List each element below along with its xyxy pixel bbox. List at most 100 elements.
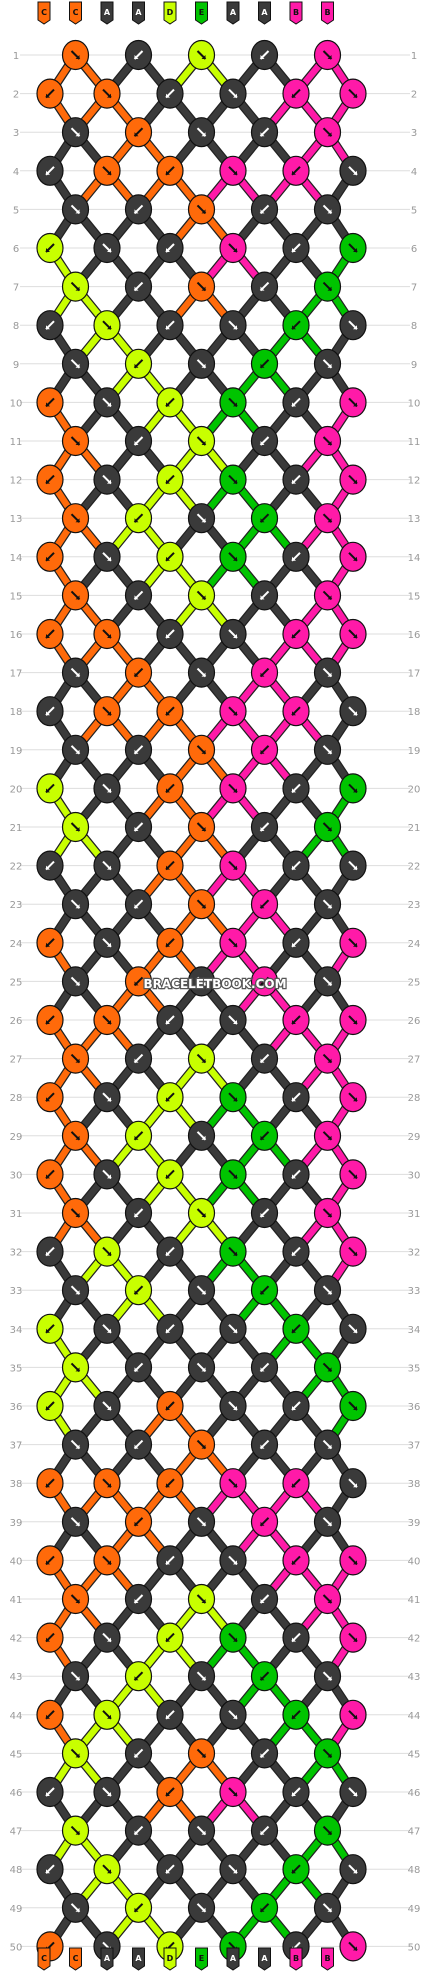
knot [36, 927, 64, 958]
knot [282, 850, 310, 881]
row-number-left: 3 [13, 128, 19, 139]
knot-arrowhead-icon [107, 942, 111, 947]
strand-end-tag [226, 1, 240, 25]
knot-arrowhead-icon [353, 556, 357, 561]
knot-arrowhead-icon [134, 1521, 139, 1526]
knot-arrowhead-icon [260, 1907, 265, 1912]
knot-arrowhead-icon [353, 1251, 357, 1256]
knot-arrowhead-icon [107, 1714, 111, 1719]
strand-end-tag [132, 1, 145, 25]
knot-arrowhead-icon [166, 1406, 170, 1410]
knot-arrowhead-icon [46, 170, 50, 175]
knot [339, 1622, 367, 1653]
knot [156, 1622, 184, 1653]
knot-arrowhead-icon [260, 1599, 265, 1603]
knot [313, 1583, 342, 1615]
knot-arrowhead-icon [327, 904, 332, 909]
knot [124, 889, 153, 920]
knot-arrowhead-icon [353, 1637, 357, 1642]
knot-arrowhead-icon [292, 1174, 296, 1179]
knot-arrowhead-icon [260, 1135, 265, 1140]
row-number-right: 44 [408, 1711, 421, 1722]
row-number-right: 37 [408, 1441, 421, 1452]
knot [187, 1815, 216, 1846]
knot-arrowhead-icon [201, 1521, 206, 1526]
knot [93, 850, 121, 881]
knot [219, 1854, 247, 1885]
knot [339, 1854, 367, 1885]
knot-arrowhead-icon [292, 402, 296, 407]
knot-arrowhead-icon [292, 1328, 296, 1333]
strand-end-tag [37, 1, 51, 25]
knot-arrowhead-icon [260, 672, 265, 677]
knot-arrowhead-icon [353, 1174, 357, 1179]
knot [93, 310, 121, 341]
knot-arrowhead-icon [134, 209, 139, 214]
knot-arrowhead-icon [201, 749, 206, 754]
row-number-right: 47 [408, 1827, 421, 1838]
row-number-left: 9 [13, 360, 19, 371]
knot-arrowhead-icon [134, 1058, 139, 1063]
knot [124, 194, 153, 225]
knot [250, 425, 279, 457]
row-number-right: 9 [411, 360, 417, 371]
knot-arrowhead-icon [166, 1792, 170, 1796]
row-number-left: 42 [10, 1634, 23, 1645]
knot [313, 194, 342, 225]
knot-arrowhead-icon [75, 1676, 80, 1681]
knot-arrowhead-icon [201, 1213, 206, 1217]
knot-arrowhead-icon [292, 1406, 296, 1410]
knot [187, 1352, 216, 1383]
row-number-right: 27 [408, 1055, 421, 1066]
knot [187, 1120, 216, 1151]
knot [61, 1043, 90, 1074]
knot-arrowhead-icon [107, 93, 111, 98]
knot-arrowhead-icon [353, 1097, 357, 1102]
knot-arrowhead-icon [46, 711, 50, 716]
knot [36, 1776, 64, 1808]
knot [282, 464, 310, 495]
knot [124, 1738, 153, 1769]
knot [187, 657, 216, 688]
knot-arrowhead-icon [327, 1676, 332, 1681]
knot-arrowhead-icon [327, 55, 332, 59]
knot-arrowhead-icon [201, 672, 206, 677]
knot [156, 1776, 184, 1808]
knot [36, 387, 64, 418]
knot-arrowhead-icon [75, 1907, 80, 1912]
row-number-right: 36 [408, 1402, 421, 1413]
knot-arrowhead-icon [233, 1560, 237, 1565]
knot-grid [36, 39, 367, 1962]
knot-arrowhead-icon [327, 981, 332, 986]
knot-arrowhead-icon [75, 595, 80, 600]
knot-arrowhead-icon [46, 1174, 50, 1179]
knot [36, 1622, 64, 1653]
knot-arrowhead-icon [353, 93, 357, 98]
knot-arrowhead-icon [292, 1637, 296, 1642]
knot-arrowhead-icon [327, 363, 332, 368]
row-number-left: 18 [10, 707, 23, 718]
knot [339, 232, 367, 264]
knot-arrowhead-icon [107, 788, 111, 793]
knot [339, 1776, 367, 1808]
knot-arrowhead-icon [46, 1869, 50, 1874]
knot-arrowhead-icon [201, 286, 206, 291]
knot [187, 117, 216, 148]
knot-arrowhead-icon [166, 1714, 170, 1719]
knot-arrowhead-icon [292, 248, 296, 252]
knot-arrowhead-icon [134, 441, 139, 445]
knot-arrowhead-icon [233, 1792, 237, 1796]
knot [124, 1275, 153, 1306]
knot-arrowhead-icon [327, 209, 332, 214]
knot-arrowhead-icon [233, 865, 237, 870]
knot-arrowhead-icon [75, 209, 80, 214]
row-number-right: 41 [408, 1595, 421, 1606]
row-number-right: 26 [408, 1016, 421, 1027]
strand-end-tag [163, 1, 177, 25]
row-number-right: 28 [408, 1093, 421, 1104]
knot [156, 773, 184, 804]
row-number-left: 32 [10, 1248, 23, 1259]
row-number-right: 39 [408, 1518, 421, 1529]
knot [124, 1120, 153, 1151]
